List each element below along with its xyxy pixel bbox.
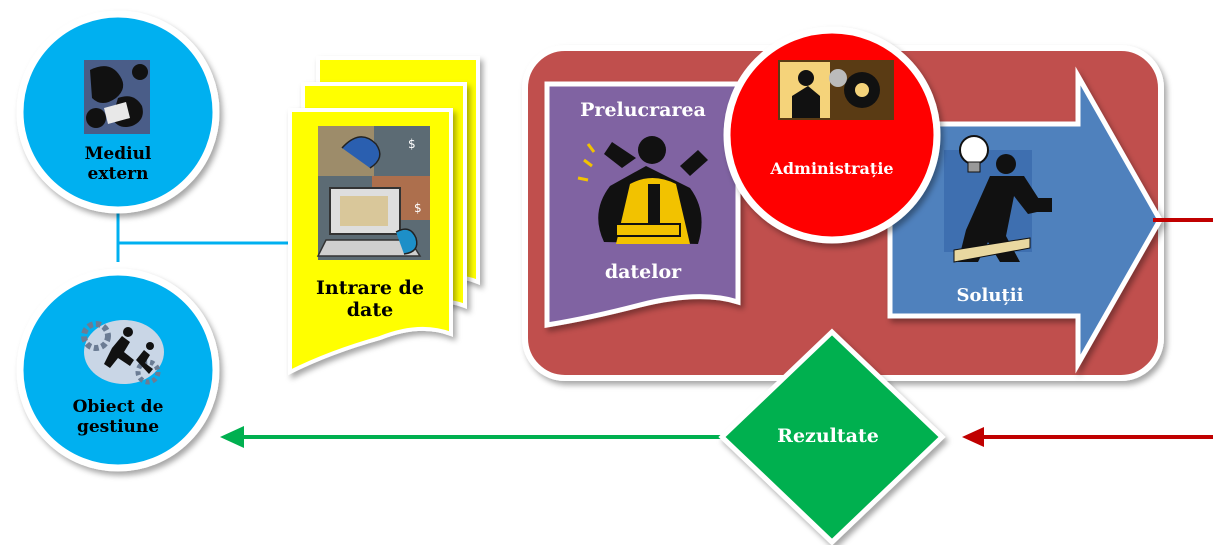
processing-label-bottom: datelor (604, 261, 682, 283)
jackhammer-worker-clipart-icon (577, 136, 708, 244)
input-label: Intrare de date (316, 277, 424, 321)
svg-text:$: $ (408, 137, 416, 151)
admin-gears-clipart-icon (778, 60, 894, 120)
data-entry-clipart-icon: $ $ (316, 126, 430, 260)
svg-text:$: $ (414, 201, 422, 215)
results-input-arrow (962, 427, 1213, 447)
lightbulb-businessman-clipart-icon (944, 135, 1052, 263)
results-diamond (718, 328, 946, 545)
results-label: Rezultate (777, 426, 879, 447)
runners-gears-clipart-icon (81, 320, 164, 385)
connector-external-input (116, 205, 300, 262)
processing-label-top: Prelucrarea (580, 99, 706, 121)
dancers-clipart-icon (84, 60, 150, 134)
external-label: Mediul extern (84, 145, 152, 183)
object-label: Obiect de gestiune (72, 398, 164, 437)
solutions-label: Soluții (956, 285, 1024, 306)
administration-label: Administrație (770, 159, 894, 178)
results-to-object-arrow (220, 426, 726, 448)
